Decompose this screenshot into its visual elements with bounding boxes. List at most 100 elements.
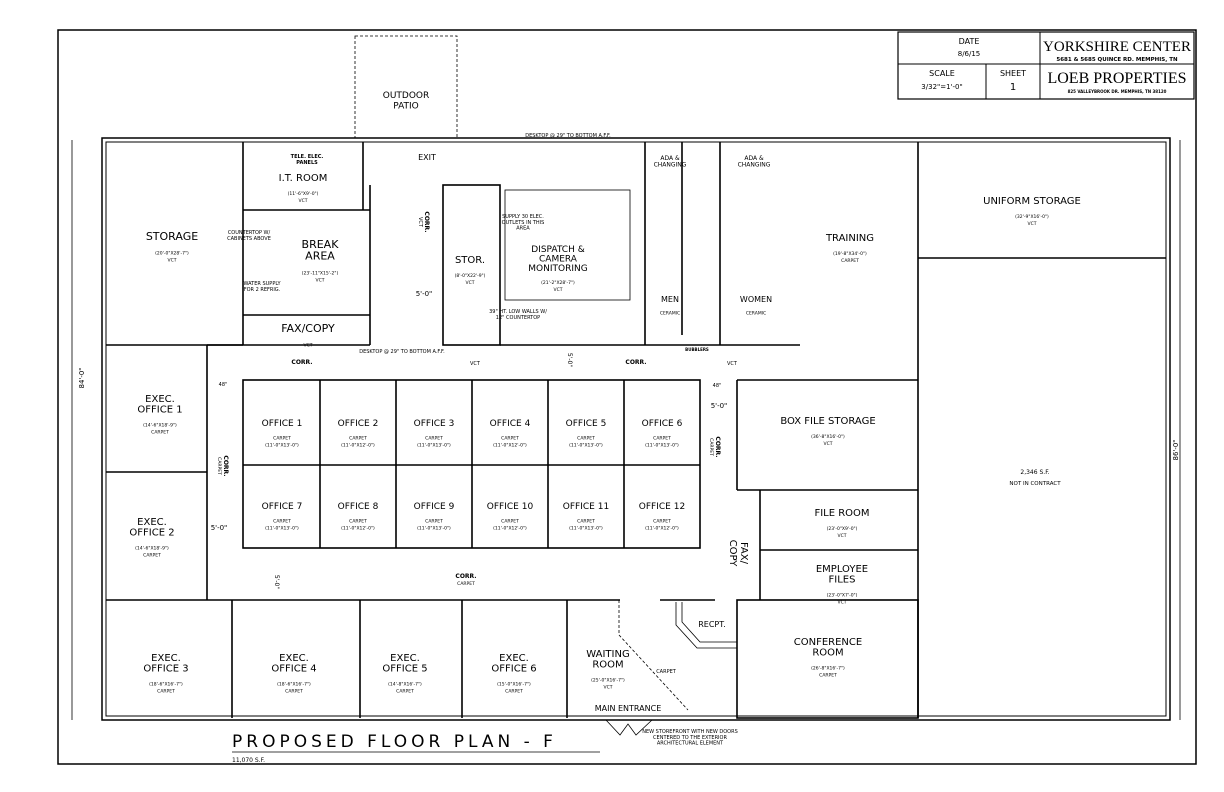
dimension-label: 48" bbox=[713, 383, 722, 389]
room-name: CAMERA bbox=[539, 254, 578, 264]
room-dims: (20'-0"X28'-7") bbox=[155, 251, 189, 257]
room-dims: (11'-0"X12'-0") bbox=[341, 442, 375, 448]
room-name: OFFICE 2 bbox=[338, 419, 379, 429]
room-finish: CARPET bbox=[273, 435, 291, 441]
dimension-right: 86'-0" bbox=[1172, 140, 1181, 720]
svg-text:86'-0": 86'-0" bbox=[1172, 439, 1180, 460]
corr-label: CORR. bbox=[625, 359, 646, 366]
project-name: YORKSHIRE CENTER bbox=[1043, 39, 1191, 55]
room-name: ROOM bbox=[812, 648, 843, 659]
room-it-room: I.T. ROOM(11'-6"X9'-0")VCT bbox=[279, 173, 328, 204]
room-name: WOMEN bbox=[740, 295, 772, 304]
dimension-left: 84'-0" bbox=[71, 140, 86, 720]
room-exec-office-4: EXEC.OFFICE 4(18'-6"X16'-7")CARPET bbox=[271, 653, 316, 695]
room-finish: CERAMIC bbox=[746, 311, 766, 317]
project-address: 5681 & 5685 QUINCE RD. MEMPHIS, TN bbox=[1056, 57, 1178, 63]
outdoor-patio-label: OUTDOOR bbox=[383, 91, 430, 101]
room-exec-office-6: EXEC.OFFICE 6(15'-0"X16'-7")CARPET bbox=[491, 653, 536, 695]
date-value: 8/6/15 bbox=[958, 50, 981, 58]
dimension-label: 5'-0" bbox=[566, 353, 573, 367]
room-name: WAITING bbox=[586, 649, 629, 660]
low-walls-note: 39" HT. LOW WALLS W/ bbox=[489, 309, 547, 315]
room-box-file-storage: BOX FILE STORAGE(36'-8"X16'-0")VCT bbox=[780, 416, 875, 447]
room-name: OFFICE 11 bbox=[563, 502, 609, 512]
room-dims: (19'-8"X34'-0") bbox=[833, 251, 867, 257]
main-entrance-doors bbox=[605, 719, 653, 736]
room-finish: CARPET bbox=[349, 435, 367, 441]
room-dims: (8'-0"X22'-9") bbox=[455, 273, 486, 279]
room-name: EXEC. bbox=[279, 653, 309, 664]
scale-label: SCALE bbox=[929, 69, 955, 78]
room-finish: VCT bbox=[466, 280, 475, 286]
room-finish: VCT bbox=[838, 533, 847, 539]
room-dims: (11'-0"X12'-0") bbox=[493, 525, 527, 531]
room-dims: (14'-6"X18'-9") bbox=[143, 423, 177, 429]
exit-label: EXIT bbox=[418, 153, 436, 162]
room-name: OFFICE 2 bbox=[129, 528, 174, 539]
room-name: AREA bbox=[305, 250, 335, 263]
room-office-11: OFFICE 11 CARPET(11'-0"X13'-0") bbox=[563, 502, 609, 531]
sheet-label: SHEET bbox=[1000, 69, 1026, 78]
room-name: OFFICE 6 bbox=[642, 419, 683, 429]
room-dims: (14'-6"X18'-9") bbox=[135, 546, 169, 552]
room-finish: CARPET bbox=[577, 435, 595, 441]
room-name: OFFICE 4 bbox=[490, 419, 531, 429]
sheet-value: 1 bbox=[1010, 82, 1016, 93]
low-walls-note: 12" COUNTERTOP bbox=[496, 315, 540, 321]
room-dims: (11'-0"X13'-0") bbox=[417, 525, 451, 531]
main-entrance-label: MAIN ENTRANCE bbox=[595, 704, 662, 713]
exterior-walls bbox=[101, 137, 1171, 721]
room-dims: (26'-8"X16'-7") bbox=[811, 666, 845, 672]
desktop-note: DESKTOP @ 29" TO BOTTOM A.F.F. bbox=[359, 349, 445, 355]
room-finish: CARPET bbox=[349, 518, 367, 524]
room-storage: STORAGE (20'-0"X28'-7")VCT bbox=[146, 230, 198, 264]
room-dims: (18'-6"X16'-7") bbox=[277, 682, 311, 688]
room-dims: (23'-11"X15'-2") bbox=[302, 270, 339, 276]
vct-label: VCT bbox=[727, 361, 738, 367]
room-name: STORAGE bbox=[146, 230, 198, 243]
room-name: DISPATCH & bbox=[531, 245, 585, 255]
room-dims: (11'-0"X13'-0") bbox=[645, 442, 679, 448]
room-finish: CARPET bbox=[577, 518, 595, 524]
room-dims: (11'-0"X13'-0") bbox=[569, 442, 603, 448]
countertop-note: CABINETS ABOVE bbox=[227, 236, 271, 242]
scale-value: 3/32"=1'-0" bbox=[921, 83, 962, 91]
reception-label: RECPT. bbox=[698, 620, 726, 629]
room-stor: STOR.(8'-0"X22'-9")VCT bbox=[455, 255, 486, 286]
dimension-label: 5'-0" bbox=[273, 575, 280, 589]
room-finish: CARPET bbox=[273, 518, 291, 524]
carpet-label: CARPET bbox=[656, 669, 677, 675]
room-finish: CARPET bbox=[501, 435, 519, 441]
room-finish: CARPET bbox=[157, 689, 175, 695]
vct-label: VCT bbox=[417, 217, 423, 228]
room-finish: VCT bbox=[299, 198, 308, 204]
room-dims: (11'-0"X13'-0") bbox=[569, 525, 603, 531]
room-finish: NOT IN CONTRACT bbox=[1009, 481, 1061, 487]
room-dims: (23'-0"X7'-0") bbox=[827, 593, 858, 599]
room-dims: (36'-8"X16'-0") bbox=[811, 434, 845, 440]
room-finish: VCT bbox=[168, 258, 177, 264]
room-finish: CERAMIC bbox=[660, 311, 680, 317]
room-name: EXEC. bbox=[137, 517, 167, 528]
room-ada-men: ADA &CHANGING bbox=[654, 155, 687, 168]
corr-label: CORR. bbox=[455, 573, 476, 580]
outdoor-patio-label: PATIO bbox=[393, 101, 419, 111]
room-name: OFFICE 5 bbox=[566, 419, 607, 429]
room-dims: (32'-9"X16'-0") bbox=[1015, 214, 1049, 220]
room-finish: CARPET bbox=[501, 518, 519, 524]
plan-title: PROPOSED FLOOR PLAN - F bbox=[232, 732, 557, 752]
date-label: DATE bbox=[959, 37, 980, 46]
dimension-label: 5'-0" bbox=[711, 402, 728, 410]
room-name: ADA & bbox=[660, 155, 680, 162]
room-name: OFFICE 4 bbox=[271, 664, 316, 675]
room-name: TRAINING bbox=[825, 233, 874, 244]
